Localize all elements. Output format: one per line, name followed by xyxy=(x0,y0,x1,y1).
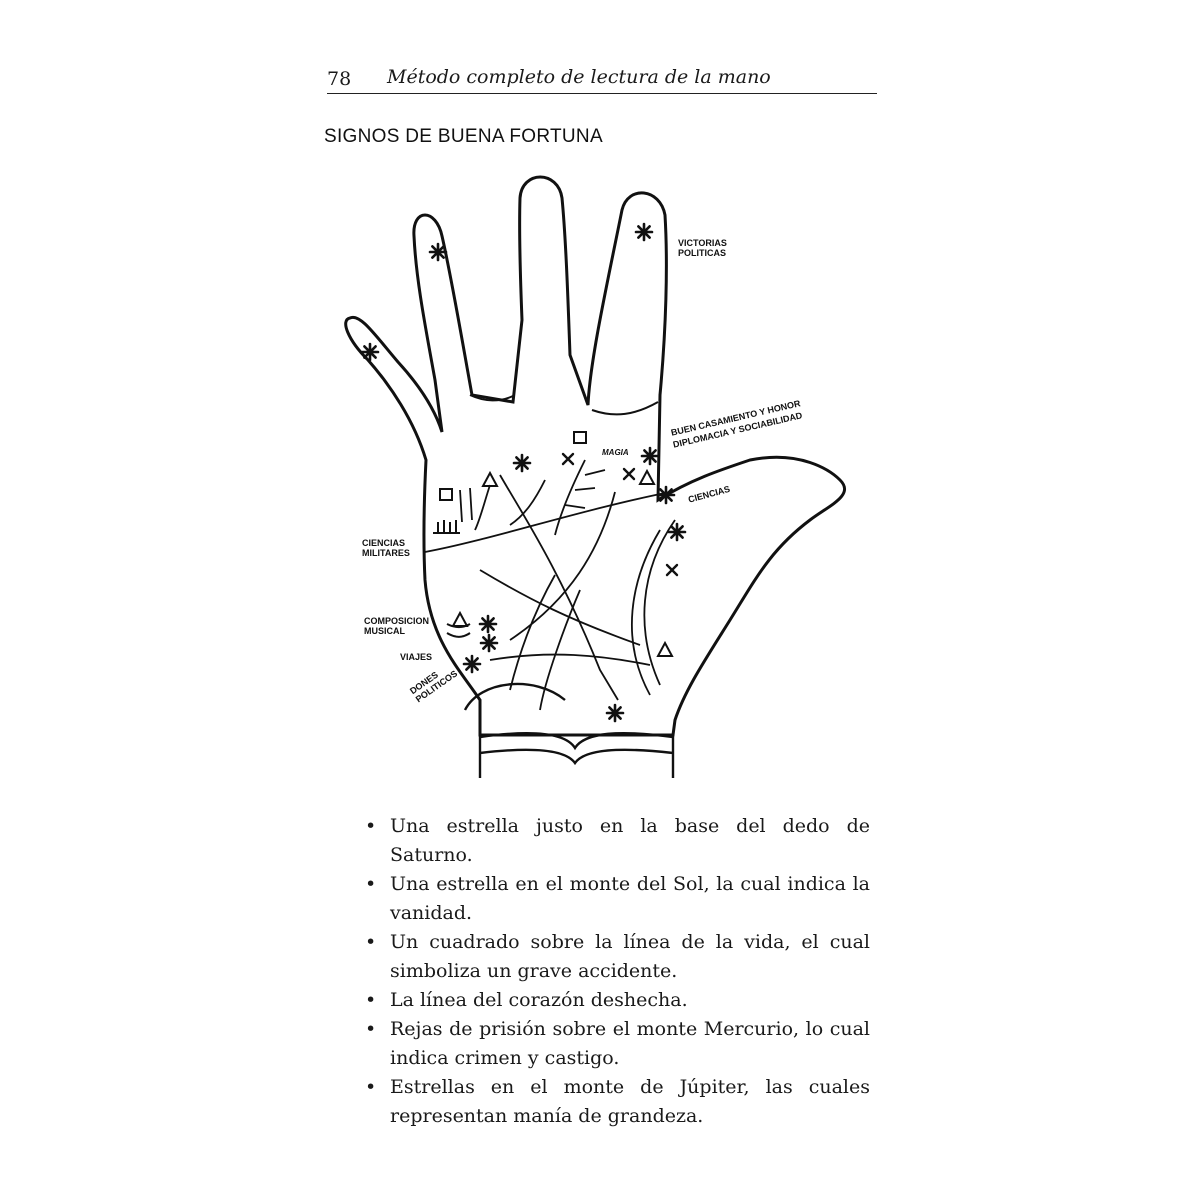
square-markers xyxy=(439,431,587,501)
bullet-list: • Una estrella justo en la base del dedo … xyxy=(360,812,870,1131)
label-ciencias-militares: CIENCIAS MILITARES xyxy=(362,538,410,558)
list-item-text: Una estrella justo en la base del dedo d… xyxy=(390,815,870,866)
bullet-symbol: • xyxy=(365,1018,377,1040)
list-item: • Una estrella en el monte del Sol, la cu… xyxy=(360,870,870,928)
page-number: 78 xyxy=(327,68,352,90)
label-viajes: VIAJES xyxy=(400,652,433,662)
list-item: • Una estrella justo en la base del dedo … xyxy=(360,812,870,870)
label-victorias-politicas: VICTORIAS POLITICAS xyxy=(678,238,727,258)
bullet-symbol: • xyxy=(365,815,377,837)
palm-base-mount xyxy=(463,682,566,711)
palm-diagram: VICTORIAS POLITICAS BUEN CASAMIENTO Y HO… xyxy=(330,170,870,790)
bullet-symbol: • xyxy=(365,1076,377,1098)
prison-bars-mark xyxy=(433,520,460,534)
bullet-symbol: • xyxy=(365,931,377,953)
list-item: • La línea del corazón deshecha. xyxy=(360,986,870,1015)
label-composicion-musical: COMPOSICION MUSICAL xyxy=(364,616,430,636)
header-rule xyxy=(327,93,877,94)
bullet-symbol: • xyxy=(365,873,377,895)
page-header: 78 Método completo de lectura de la mano xyxy=(327,64,877,96)
list-item-text: Rejas de prisión sobre el monte Mercurio… xyxy=(390,1018,870,1069)
list-item-text: Una estrella en el monte del Sol, la cua… xyxy=(390,873,870,924)
list-item-text: Estrellas en el monte de Júpiter, las cu… xyxy=(390,1076,870,1127)
list-item: • Un cuadrado sobre la línea de la vida, … xyxy=(360,928,870,986)
section-title: SIGNOS DE BUENA FORTUNA xyxy=(324,126,603,147)
list-item: • Rejas de prisión sobre el monte Mercuri… xyxy=(360,1015,870,1073)
palm-lines xyxy=(424,459,676,711)
list-item-text: Un cuadrado sobre la línea de la vida, e… xyxy=(390,931,870,982)
hand-outline xyxy=(344,175,847,737)
bullet-symbol: • xyxy=(365,989,377,1011)
hand-illustration xyxy=(344,175,847,778)
list-item-text: La línea del corazón deshecha. xyxy=(390,989,688,1011)
running-title: Método completo de lectura de la mano xyxy=(387,66,771,88)
list-item: • Estrellas en el monte de Júpiter, las c… xyxy=(360,1073,870,1131)
label-magia: MAGIA xyxy=(602,448,629,457)
wrist xyxy=(478,731,675,778)
